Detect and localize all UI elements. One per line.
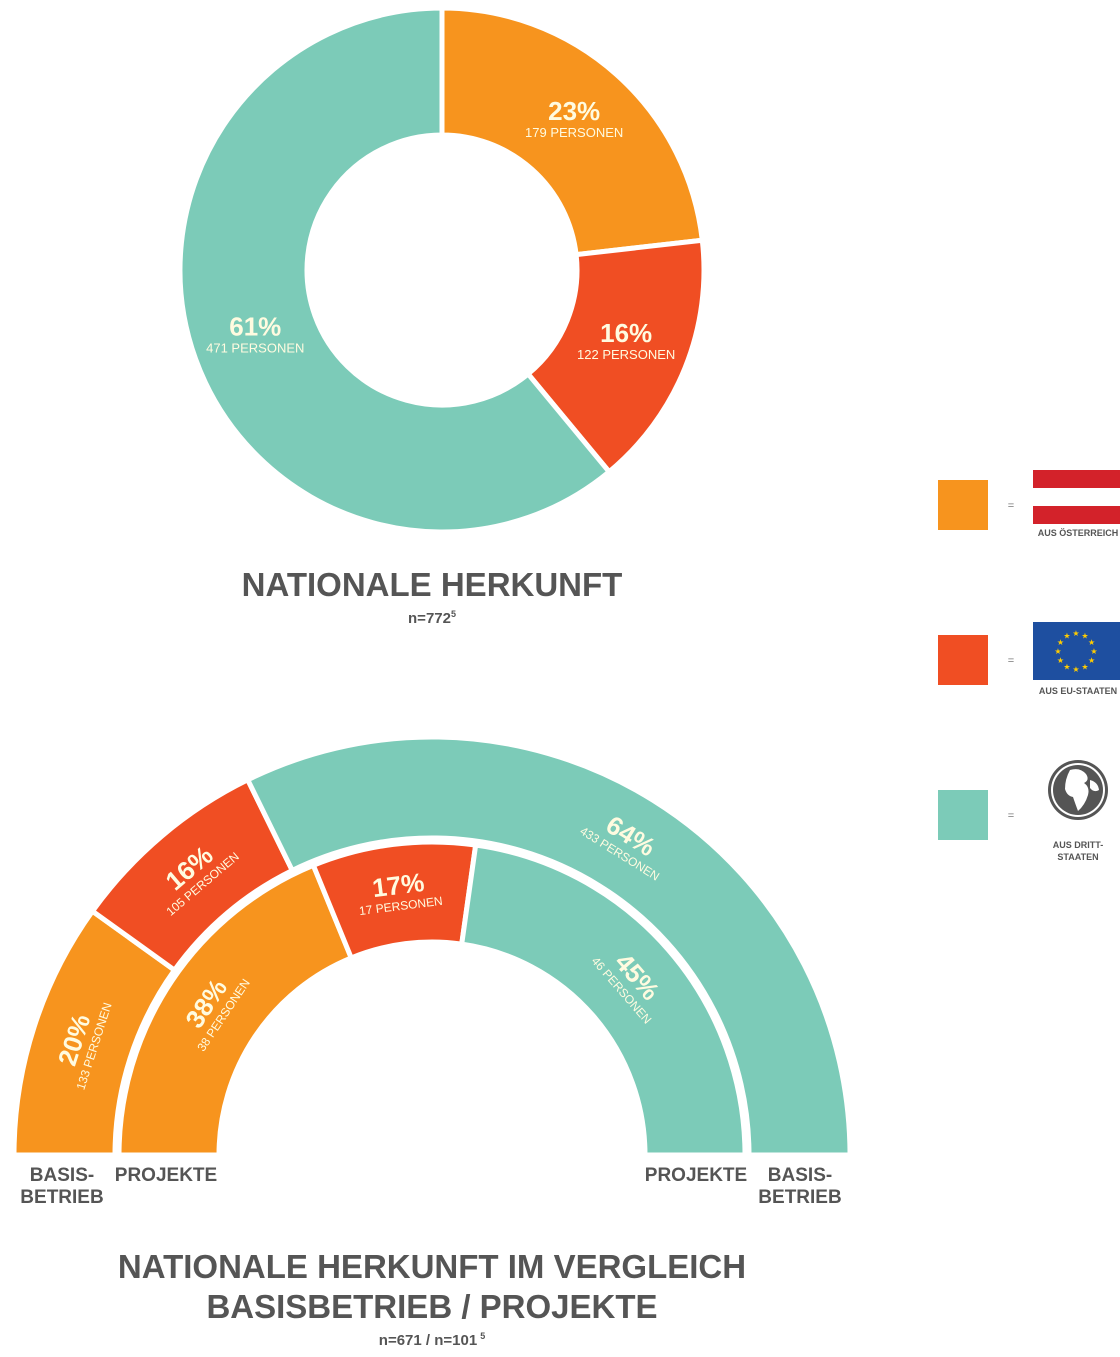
donut-sample-size-value: n=772 [408,610,451,627]
svg-text:★: ★ [1088,656,1095,665]
donut-persons-eu: 122 PERSONEN [577,347,675,362]
donut-persons-austria: 179 PERSONEN [525,125,623,140]
eu-flag-icon: ★★★★★★★★★★★★ [1033,622,1120,680]
donut-percent-austria: 23% [548,96,600,126]
ring-label-basis-right: BASIS- [768,1165,832,1186]
legend-swatch-eu [938,635,988,685]
svg-text:★: ★ [1063,663,1070,672]
svg-text:★: ★ [1081,663,1088,672]
ring-label-basis-right: BETRIEB [758,1187,841,1208]
comparison-title-line-2: BASISBETRIEB / PROJEKTE [206,1288,657,1325]
donut-slice-eu [524,237,707,476]
svg-text:★: ★ [1057,656,1064,665]
ring-label-basis-left: BASIS- [30,1165,94,1186]
ring-label-basis-left: BETRIEB [20,1187,103,1208]
legend-caption-eu: AUS EU-STAATEN [1039,686,1117,696]
donut-chart: 23%179 PERSONEN 16%122 PERSONEN 61%471 PER… [177,5,707,535]
legend: =AUS ÖSTERREICH=★★★★★★★★★★★★AUS EU-STAAT… [938,470,1120,862]
svg-text:★: ★ [1081,631,1088,640]
half-donut-projekte-percent-eu: 17% [371,867,426,903]
svg-text:★: ★ [1063,631,1070,640]
donut-persons-third: 471 PERSONEN [206,340,304,355]
half-donut-projekte-slice-third [458,842,748,1158]
donut-label-austria: 23%179 PERSONEN [525,96,623,140]
donut-sample-size: n=7725 [408,609,456,627]
donut-title: NATIONALE HERKUNFT [242,566,623,603]
donut-percent-third: 61% [229,311,281,341]
ring-label-projekte-right: PROJEKTE [645,1165,747,1186]
legend-swatch-third [938,790,988,840]
legend-caption-third: AUS DRITT- [1053,840,1104,850]
legend-caption-austria: AUS ÖSTERREICH [1038,528,1119,538]
half-donut-projekte-slice-austria [116,862,355,1158]
svg-text:★: ★ [1088,638,1095,647]
donut-label-eu: 16%122 PERSONEN [577,318,675,362]
legend-swatch-austria [938,480,988,530]
legend-equals-sign: = [1008,500,1014,512]
donut-sample-size-footnote: 5 [451,609,456,619]
half-donut-basis-slice-third [244,734,853,1158]
svg-text:★: ★ [1072,665,1079,674]
donut-percent-eu: 16% [600,318,652,348]
legend-item-austria: = AUS ÖSTERREICH [938,470,1120,538]
comparison-sample-size-value: n=671 / n=101 [379,1332,477,1349]
legend-equals-sign: = [1008,655,1014,667]
globe-icon [1048,760,1108,820]
svg-text:★: ★ [1054,647,1061,656]
legend-caption-third: STAATEN [1057,852,1098,862]
legend-item-eu: =★★★★★★★★★★★★AUS EU-STAATEN [938,622,1120,696]
comparison-title-line-1: NATIONALE HERKUNFT IM VERGLEICH [118,1248,746,1285]
austria-flag-icon [1033,470,1120,524]
donut-slice-austria [439,5,706,258]
donut-label-third: 61%471 PERSONEN [206,311,304,355]
svg-text:★: ★ [1072,629,1079,638]
ring-label-projekte-left: PROJEKTE [115,1165,217,1186]
legend-equals-sign: = [1008,810,1014,822]
comparison-sample-size-footnote: 5 [480,1331,485,1341]
svg-text:★: ★ [1057,638,1064,647]
svg-text:★: ★ [1090,647,1097,656]
donut-slice-third [177,5,613,535]
legend-item-third: = AUS DRITT- STAATEN [938,760,1108,862]
